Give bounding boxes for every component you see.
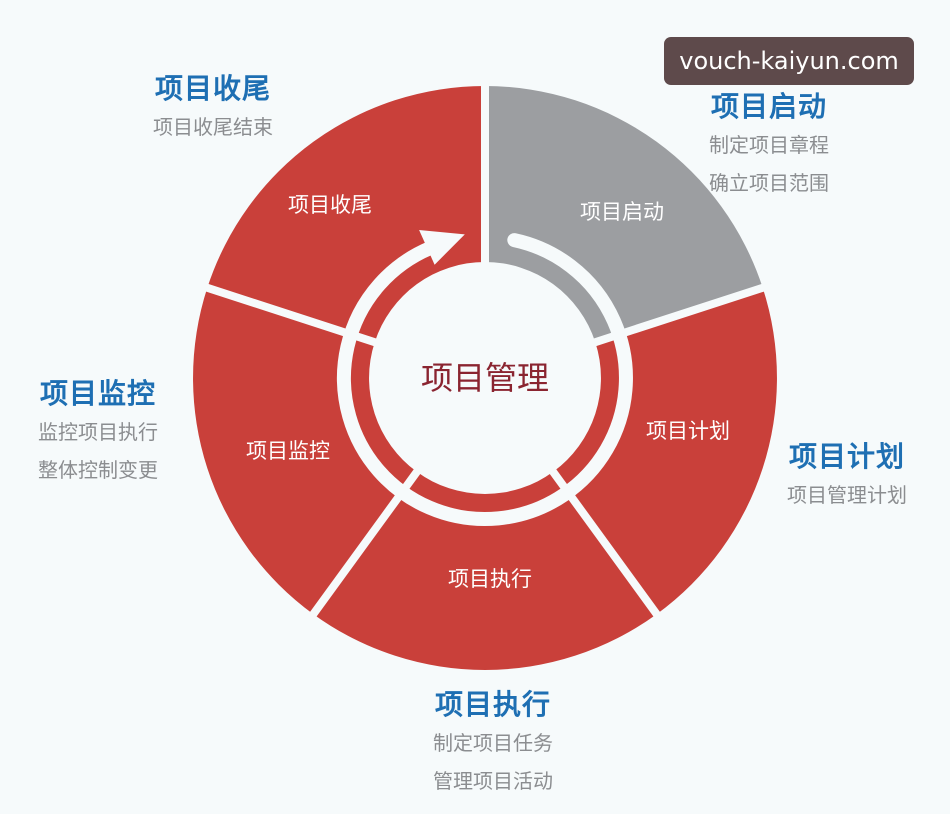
callout-desc: 项目收尾结束 — [153, 115, 273, 139]
callout-desc: 制定项目任务 — [433, 731, 553, 755]
center-label: 项目管理 — [421, 359, 549, 397]
callout-closing: 项目收尾 项目收尾结束 — [128, 70, 298, 146]
callout-planning: 项目计划 项目管理计划 — [762, 438, 932, 514]
callout-title: 项目启动 — [710, 90, 827, 123]
segment-initiation — [485, 86, 763, 343]
center-disk — [371, 264, 599, 492]
callout-title: 项目收尾 — [154, 72, 271, 105]
callout-desc: 管理项目活动 — [433, 769, 553, 793]
callout-desc: 制定项目章程 — [709, 133, 829, 157]
callout-desc: 监控项目执行 — [38, 420, 158, 444]
segment-execution — [313, 471, 657, 670]
segment-label-planning: 项目计划 — [646, 419, 730, 443]
segment-closing — [207, 86, 486, 343]
callout-desc: 确立项目范围 — [709, 171, 829, 195]
cycle-arrowhead-icon — [419, 230, 465, 265]
callout-monitoring: 项目监控 监控项目执行 整体控制变更 — [12, 375, 184, 489]
segment-planning — [553, 287, 777, 615]
watermark-badge: vouch-kaiyun.com — [664, 37, 914, 85]
segment-label-closing: 项目收尾 — [288, 193, 372, 217]
segment-monitoring — [193, 287, 417, 615]
callout-title: 项目监控 — [39, 377, 156, 410]
segment-label-initiation: 项目启动 — [580, 200, 664, 224]
callout-initiation: 项目启动 制定项目章程 确立项目范围 — [684, 88, 854, 202]
callout-desc: 整体控制变更 — [38, 458, 158, 482]
segment-label-execution: 项目执行 — [448, 567, 532, 591]
segment-label-monitoring: 项目监控 — [246, 439, 330, 463]
cycle-band — [336, 233, 633, 527]
callout-title: 项目计划 — [788, 440, 905, 473]
callout-title: 项目执行 — [434, 688, 551, 721]
callout-execution: 项目执行 制定项目任务 管理项目活动 — [408, 686, 578, 800]
callout-desc: 项目管理计划 — [787, 483, 907, 507]
